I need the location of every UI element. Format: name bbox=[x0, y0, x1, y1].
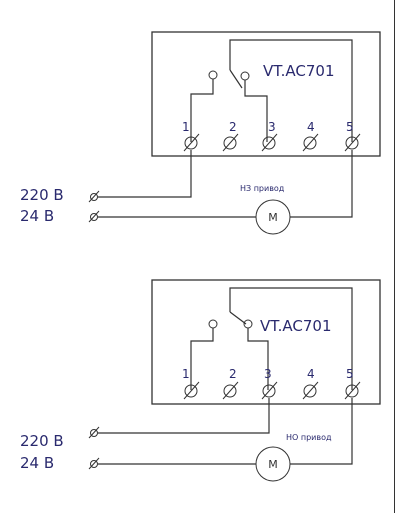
terminal-number: 4 bbox=[307, 120, 315, 134]
relay-contact bbox=[190, 39, 353, 142]
input-terminal-220v bbox=[88, 426, 100, 439]
terminal-number: 3 bbox=[264, 367, 272, 381]
terminal-number: 1 bbox=[182, 120, 190, 134]
relay-contact bbox=[190, 287, 353, 390]
input-terminal-24v bbox=[88, 457, 100, 470]
terminal-number: 4 bbox=[307, 367, 315, 381]
wire-220v bbox=[98, 150, 192, 198]
voltage-label-220v: 220 В bbox=[20, 186, 64, 204]
device-label: VT.AC701 bbox=[260, 317, 332, 335]
terminal-screw-4 bbox=[302, 133, 319, 152]
motor-label: M bbox=[268, 211, 278, 224]
terminal-screw-3 bbox=[261, 133, 278, 152]
terminal-screw-2 bbox=[222, 381, 239, 400]
voltage-label-24v: 24 В bbox=[20, 207, 54, 225]
terminal-screw-3 bbox=[261, 381, 278, 400]
terminal-number: 2 bbox=[229, 367, 237, 381]
voltage-label-220v: 220 В bbox=[20, 432, 64, 450]
diagram-nc: VT.AC701 1 2 3 4 5 220 В 24 В M НЗ приво… bbox=[20, 31, 381, 235]
controller-box bbox=[151, 31, 381, 157]
terminal-screw-4 bbox=[302, 381, 319, 400]
controller-box bbox=[151, 279, 381, 405]
terminal-screw-5 bbox=[344, 133, 361, 152]
terminal-screw-1 bbox=[183, 381, 200, 400]
wire-common bbox=[290, 398, 353, 465]
right-border-line bbox=[394, 0, 395, 513]
terminal-number: 3 bbox=[268, 120, 276, 134]
terminal-screw-5 bbox=[344, 381, 361, 400]
motor-actuator: M bbox=[255, 199, 291, 235]
diagram-no: VT.AC701 1 2 3 4 5 220 В 24 В M НО приво… bbox=[20, 279, 381, 482]
actuator-label: НО привод bbox=[286, 433, 332, 442]
voltage-label-24v: 24 В bbox=[20, 454, 54, 472]
terminal-number: 1 bbox=[182, 367, 190, 381]
terminal-number: 5 bbox=[346, 120, 354, 134]
motor-label: M bbox=[268, 458, 278, 471]
input-terminal-24v bbox=[88, 210, 100, 223]
motor-actuator: M bbox=[255, 446, 291, 482]
input-terminal-220v bbox=[88, 190, 100, 203]
actuator-label: НЗ привод bbox=[240, 184, 285, 193]
terminal-number: 2 bbox=[229, 120, 237, 134]
terminal-screw-1 bbox=[183, 133, 200, 152]
terminal-screw-2 bbox=[222, 133, 239, 152]
wire-220v bbox=[98, 398, 270, 434]
terminal-number: 5 bbox=[346, 367, 354, 381]
wire-common bbox=[290, 150, 353, 218]
device-label: VT.AC701 bbox=[263, 62, 335, 80]
